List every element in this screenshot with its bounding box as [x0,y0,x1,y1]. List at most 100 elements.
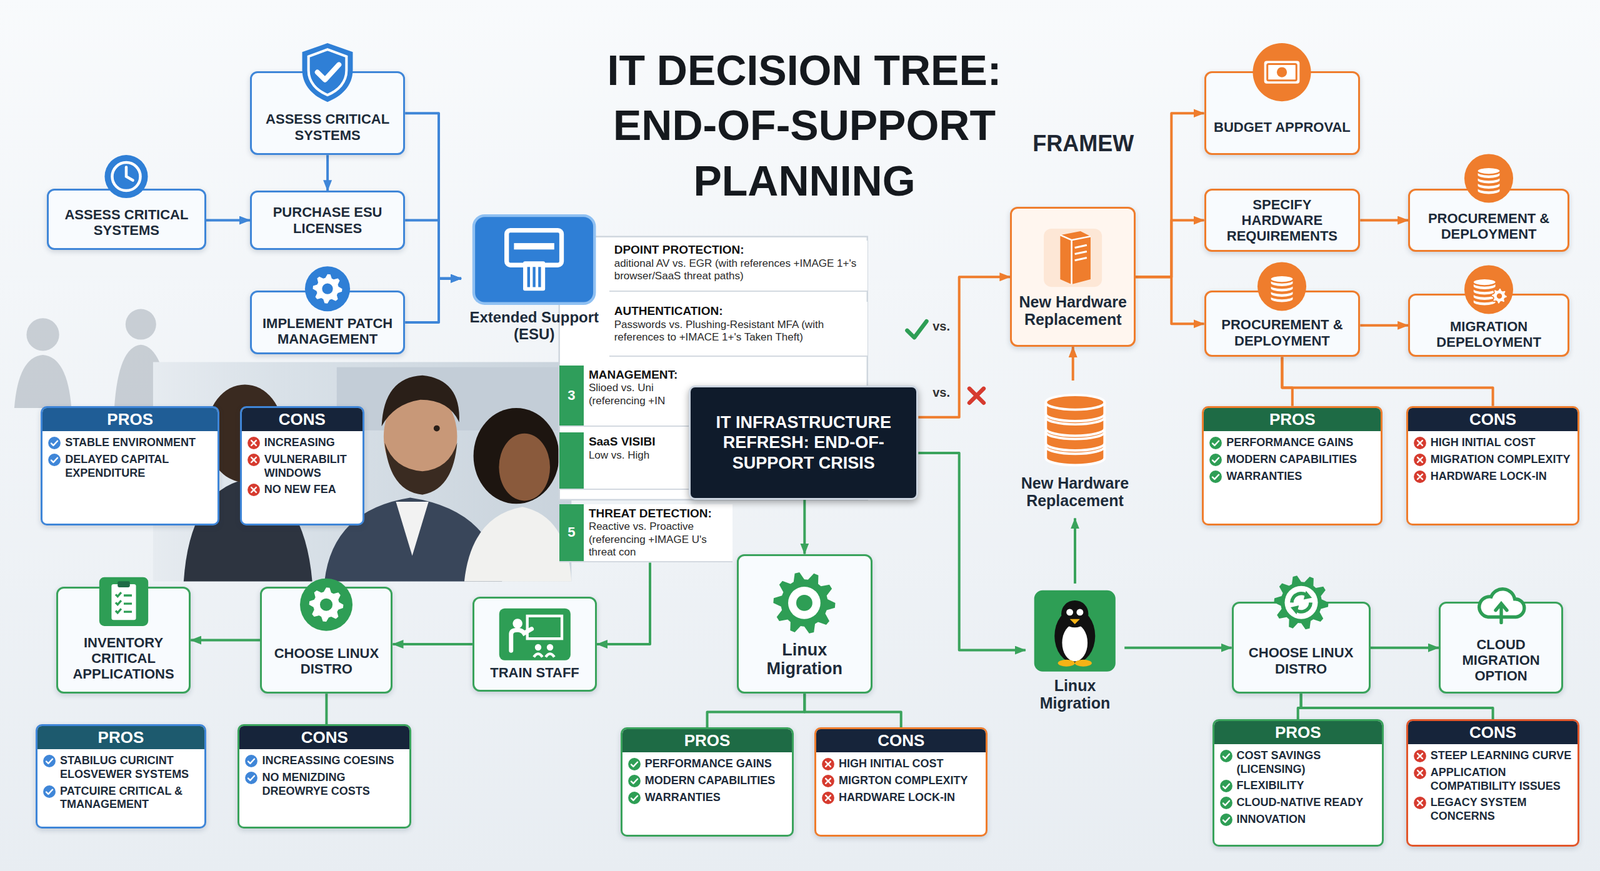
icon-shape [111,584,136,620]
icon-shape [248,776,255,781]
cross-icon [1413,453,1427,467]
icon-shape [245,755,258,768]
icon-shape [1413,470,1427,484]
icon-shape [1253,43,1312,102]
box-label: SPECIFY HARDWARE REQUIREMENTS [1211,196,1354,245]
row-heading: AUTHENTICATION: [614,304,863,319]
process-box: CLOUD MIGRATION OPTION [1438,601,1564,694]
icon-shape [1212,441,1219,446]
panel-item: STABLE ENVIRONMENT [47,436,213,450]
icon-shape [773,572,836,634]
connector [326,155,329,191]
icon-shape [1220,780,1233,793]
item-text: NO MENIZDING DREOWRYE COSTS [261,771,405,799]
item-text: VULNERABILIT WINDOWS [264,453,358,480]
process-box: INVENTORY CRITICAL APPLICATIONS [56,586,192,694]
item-text: CLOUD-NATIVE READY [1236,796,1364,810]
icon-shape [1043,228,1102,287]
person-shirt [395,501,429,557]
annotation: FRAMEW [1032,130,1134,157]
icon-shape [1209,453,1222,467]
item-text: PATCUIRE CRITICAL & TMANAGEMENT [60,785,200,812]
box-label: PROCUREMENT & DEPLOYMENT [1415,210,1563,243]
icon-shape [1209,436,1222,450]
connector [918,276,1010,418]
central-box: IT INFRASTRUCTURE REFRESH: END-OF-SUPPOR… [688,385,919,500]
item-text: MODERN CAPABILITIES [1226,453,1357,467]
icon-shape [1264,60,1300,84]
callout-number: 5 [567,524,575,541]
icon [1462,151,1516,205]
process-box: CHOOSE LINUX DISTRO [1231,601,1371,694]
icon-shape [1060,235,1091,285]
row-heading: THREAT DETECTION: [588,506,728,522]
icon-shape [512,619,523,630]
panel-item: FLEXIBILITY [1219,779,1377,794]
pros-cons-panel: CONSHIGH INITIAL COSTMIGRATION COMPLEXIT… [1406,406,1580,526]
connector [804,693,901,728]
icon-shape [1413,796,1427,810]
connector [325,693,328,725]
process-box: CHOOSE LINUX DISTRO [260,586,393,694]
connector [1370,646,1439,650]
connector [206,219,250,222]
faded-people [14,309,170,409]
central-label: IT INFRASTRUCTURE REFRESH: END-OF-SUPPOR… [698,412,909,474]
item-text: MIGRTON COMPLEXITY [838,774,969,789]
panel-header: CONS [241,408,363,432]
process-box: SPECIFY HARDWARE REQUIREMENTS [1204,188,1361,252]
row-content: DPOINT PROTECTION:aditional AV vs. EGR (… [609,240,868,291]
item-text: LEGACY SYSTEM CONCERNS [1430,796,1574,824]
icon-shape [251,487,257,493]
connector [1281,356,1493,406]
icon-shape [46,759,53,764]
item-text: FLEXIBILITY [1236,779,1305,794]
check-icon [1219,813,1234,827]
icon-shape [1076,608,1084,616]
connector [1124,646,1232,650]
icon-shape [825,795,831,801]
icon-shape [1464,153,1514,203]
icon-shape [1417,753,1423,759]
row-content: MANAGEMENT:Slioed vs. Uni (referencing +… [583,365,689,426]
icon-shape [1417,440,1423,446]
icon-shape [1417,770,1423,776]
icon-shape [46,789,53,794]
item-text: WARRANTIES [645,791,721,805]
panel-title: CONS [239,728,410,748]
check-mark [906,321,927,338]
icon-shape [320,598,333,612]
item-text: STABILUG CURICINT ELOSVEWER SYSTEMS [60,754,200,782]
process-box: MIGRATION DEPELOYMENT [1408,293,1570,357]
panel-item: HIGH INITIAL COST [1413,436,1574,450]
icon-shape [1473,278,1497,307]
panel-items: PERFORMANCE GAINSMODERN CAPABILITIESWARR… [622,752,793,811]
icon-shape [1270,275,1294,284]
icon-shape [1075,660,1092,667]
icon-shape [506,230,562,266]
check-icon [1219,749,1234,764]
annotation: vs. [932,385,950,400]
icon-shape [1070,619,1080,625]
diagram-title: IT DECISION TREE: END-OF-SUPPORT PLANNIN… [579,42,1030,209]
pros-cons-panel: CONSSTEEP LEARNING CURVEAPPLICATION COMP… [1406,719,1580,847]
panel-items: INCREASINGVULNERABILIT WINDOWSNO NEW FEA [241,431,363,503]
icon-shape [821,775,835,788]
icon-shape [523,261,545,292]
node-label: New Hardware Replacement [1015,293,1130,329]
panel-title: CONS [1408,410,1579,430]
panel-header: PROS [42,408,218,432]
person-hair [381,375,460,427]
node-label: New Hardware Replacement [1013,474,1136,510]
row-body: Passwords vs. Plushing-Resistant MFA (wi… [614,318,863,345]
table-row: AUTHENTICATION:Passwords vs. Plushing-Re… [609,301,868,357]
icon-shape [628,758,641,771]
cross-icon [246,483,261,497]
icon [98,576,150,628]
process-box: PROCUREMENT & DEPLOYMENT [1408,188,1570,252]
cross-icon [821,774,835,789]
panel-header: CONS [1408,408,1579,432]
icon-shape [528,267,540,288]
panel-item: PERFORMANCE GAINS [1208,436,1376,450]
